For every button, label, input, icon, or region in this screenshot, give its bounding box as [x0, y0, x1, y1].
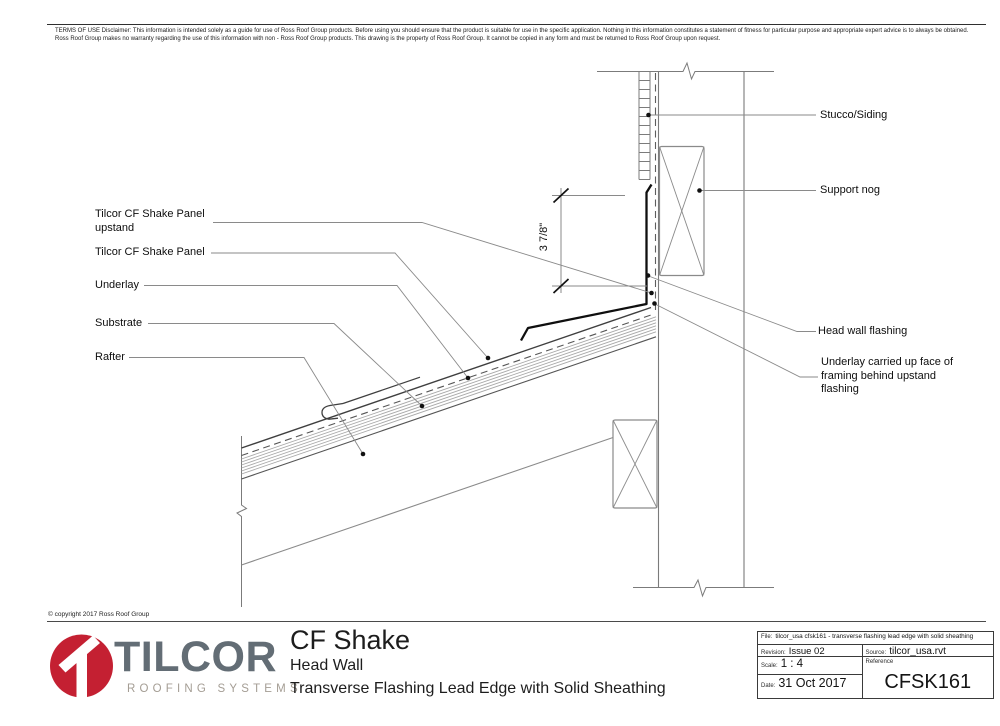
- brand-tagline: ROOFING SYSTEMS: [127, 683, 302, 695]
- callout-underlay: Underlay: [95, 279, 140, 291]
- titleblock-source: Source: tilcor_usa.rvt: [862, 645, 993, 657]
- reference-value: CFSK161: [884, 671, 972, 693]
- support-nog-box: [658, 145, 705, 277]
- titleblock-date: Date: 31 Oct 2017: [758, 675, 862, 690]
- brand-wordmark: TILCOR: [114, 633, 278, 681]
- titleblock-left-column: Revision: Issue 02 Scale: 1 : 4 Date: 31…: [758, 644, 863, 698]
- dimension-text: 3 7/8": [538, 222, 550, 252]
- break-lines: [236, 61, 774, 607]
- callout-underlay-carried-up: Underlay carried up face of framing behi…: [821, 356, 954, 395]
- callout-dots: [360, 112, 702, 457]
- reference-label: Reference: [865, 659, 894, 665]
- callout-panel-upstand: Tilcor CF Shake Panel upstand: [95, 208, 205, 234]
- file-label: File:: [761, 634, 773, 640]
- scale-label: Scale:: [761, 663, 778, 669]
- product-title: CF Shake: [290, 625, 411, 655]
- source-label: Source:: [865, 649, 887, 656]
- copyright-text: © copyright 2017 Ross Roof Group: [48, 611, 150, 618]
- disclaimer-line-2: Ross Roof Group makes no warranty regard…: [55, 36, 721, 42]
- titleblock-scale: Scale: 1 : 4: [758, 657, 862, 675]
- callout-support-nog: Support nog: [820, 184, 880, 196]
- titleblock-revision: Revision: Issue 02: [758, 645, 862, 657]
- date-value: 31 Oct 2017: [778, 676, 847, 690]
- rafter-line: [241, 436, 614, 566]
- titleblock-right-column: Source: tilcor_usa.rvt Reference CFSK161: [862, 645, 994, 699]
- disclaimer-line-1: TERMS OF USE Disclaimer: This informatio…: [55, 28, 969, 34]
- revision-label: Revision:: [761, 649, 786, 656]
- wall-framing-lines: [657, 71, 745, 587]
- callout-stucco-siding: Stucco/Siding: [820, 109, 888, 121]
- scale-value: 1 : 4: [780, 658, 804, 670]
- dimension-lines: [552, 187, 647, 294]
- terms-of-use-disclaimer: TERMS OF USE Disclaimer: This informatio…: [55, 27, 990, 43]
- date-label: Date:: [761, 683, 776, 689]
- callout-head-wall-flashing: Head wall flashing: [818, 325, 908, 337]
- stucco-siding-hatch: [638, 71, 651, 180]
- blocking-box: [612, 419, 658, 509]
- leader-lines: [129, 114, 818, 455]
- titleblock-reference: Reference CFSK161: [863, 657, 994, 699]
- disclaimer-top-rule: [47, 24, 986, 25]
- titleblock-file: File: tilcor_usa cfsk161 - transverse fl…: [758, 632, 993, 645]
- file-value: tilcor_usa cfsk161 - transverse flashing…: [775, 633, 974, 640]
- footer-divider: [47, 621, 986, 622]
- titleblock: File: tilcor_usa cfsk161 - transverse fl…: [757, 631, 994, 699]
- detail-subtitle: Transverse Flashing Lead Edge with Solid…: [290, 680, 666, 697]
- tilcor-logo-icon: [50, 634, 113, 703]
- callout-rafter: Rafter: [95, 351, 125, 363]
- source-value: tilcor_usa.rvt: [889, 645, 946, 657]
- head-wall-flashing-line: [519, 183, 653, 342]
- revision-value: Issue 02: [788, 645, 825, 657]
- callout-substrate: Substrate: [95, 317, 143, 329]
- callout-panel: Tilcor CF Shake Panel: [95, 246, 205, 258]
- panel-lap-edge: [342, 376, 421, 405]
- panel-hook-curl: [321, 402, 344, 420]
- detail-title: Head Wall: [290, 657, 364, 674]
- roof-band: [241, 306, 657, 480]
